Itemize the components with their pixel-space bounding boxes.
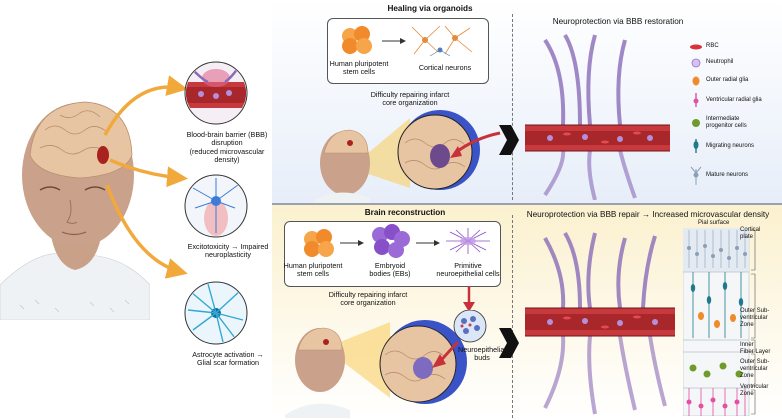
embryoid-bodies-label: Embryoid bodies (EBs): [369, 261, 411, 279]
intermediate-progenitor-icon: [692, 119, 700, 127]
legend-intermediate-progenitor: Intermediate progenitor cells: [706, 116, 747, 129]
top-panel-title: Healing via organoids: [387, 4, 473, 13]
legend-ventricular-radial-glia: Ventricular radial glia: [706, 97, 762, 103]
top-stem-cells-label: Human pluripotent stem cells: [329, 59, 389, 77]
bottom-chevron-icon: [499, 328, 519, 358]
bottom-right-title: Neuroprotection via BBB repair → Increas…: [526, 210, 770, 219]
head-illustration: [0, 101, 150, 320]
top-dashed-divider: [512, 14, 513, 200]
bottom-zoom-illustration: [285, 310, 487, 418]
bottom-vessel-diagram: [525, 231, 675, 415]
bbb-disruption-circle: [184, 61, 248, 125]
bottom-arrow-2-icon: [416, 240, 440, 246]
zone-outer-subventricular-2: Outer Sub- ventricular Zone: [740, 359, 770, 379]
neuroepithelial-cells-label: Primitive neuroepithelial cells: [436, 261, 500, 279]
legend-rbc: RBC: [706, 43, 719, 49]
bottom-dashed-divider: [512, 215, 513, 418]
excitotoxicity-label: Excitotoxicity → Impaired neuroplasticit…: [187, 242, 269, 260]
pathology-arrows: [103, 75, 188, 279]
top-zoom-illustration: [315, 110, 501, 203]
legend-neutrophil: Neutrophil: [706, 59, 734, 65]
cortex-column: [683, 228, 756, 416]
zone-cortical-plate: Cortical plate: [740, 227, 761, 240]
astrocyte-circle: [184, 281, 248, 345]
neuroepithelial-cells-icon: [446, 228, 490, 254]
top-cortical-neurons-label: Cortical neurons: [418, 63, 472, 72]
top-vessel-diagram: [525, 33, 670, 200]
top-right-title: Neuroprotection via BBB restoration: [552, 17, 684, 26]
bbb-label: Blood-brain barrier (BBB) disruption (re…: [186, 130, 268, 165]
rbc-icon: [690, 44, 702, 50]
zone-inner-fiber-layer: Inner Fiber Layer: [740, 342, 771, 355]
legend-mature-neurons: Mature neurons: [706, 172, 749, 178]
legend-icons: [690, 44, 702, 185]
buds-label: Neuroepithelial buds: [458, 345, 506, 363]
bottom-stem-cells-label: Human pluripotent stem cells: [283, 261, 343, 279]
top-caption: Difficulty repairing infarct core organi…: [370, 90, 450, 108]
top-chevron-icon: [499, 125, 519, 155]
down-arrow-icon: [463, 286, 475, 312]
legend-outer-radial-glia: Outer radial glia: [706, 77, 749, 83]
bottom-arrow-1-icon: [340, 240, 364, 246]
arrow-icon: [382, 38, 406, 44]
stem-cells-icon: [342, 26, 372, 54]
astrocyte-label: Astrocyte activation → Glial scar format…: [192, 350, 264, 368]
zone-ventricular: Ventricular Zone: [740, 384, 769, 397]
bottom-caption: Difficulty repairing infarct core organi…: [328, 290, 408, 308]
neutrophil-icon: [691, 58, 701, 68]
legend-migrating-neurons: Migrating neurons: [706, 143, 755, 149]
embryoid-bodies-icon: [372, 224, 410, 258]
panel-divider: [272, 203, 782, 205]
bottom-stem-cells-icon: [304, 229, 334, 257]
excitotoxicity-circle: [184, 174, 248, 238]
zone-outer-subventricular-1: Outer Sub- ventricular Zone: [740, 308, 770, 328]
bottom-panel-title: Brain reconstruction: [364, 208, 446, 217]
outer-radial-glia-icon: [692, 76, 700, 86]
pial-surface-label: Pial surface: [698, 220, 730, 226]
cortical-neurons-icon: [411, 25, 473, 57]
